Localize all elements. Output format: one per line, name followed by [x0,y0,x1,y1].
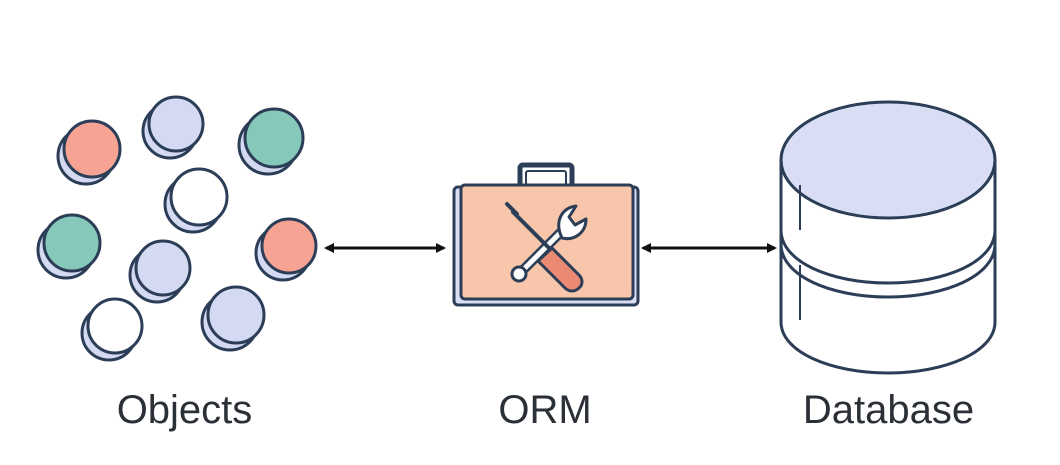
database-label: Database [802,388,975,432]
object-coin [56,119,122,186]
object-coin [80,297,144,362]
orm-label: ORM [498,388,592,432]
object-coin [36,213,102,280]
object-coin [200,285,266,352]
object-coin [128,239,192,304]
object-coin [254,217,318,282]
toolbox-icon [452,162,640,307]
objects-cluster [36,95,318,362]
database-cylinder-icon [779,100,997,375]
object-coin [237,107,305,176]
objects-label: Objects [116,388,253,432]
object-coin [141,95,205,160]
wrench-screwdriver-icon [505,202,588,293]
object-coin [163,167,229,234]
